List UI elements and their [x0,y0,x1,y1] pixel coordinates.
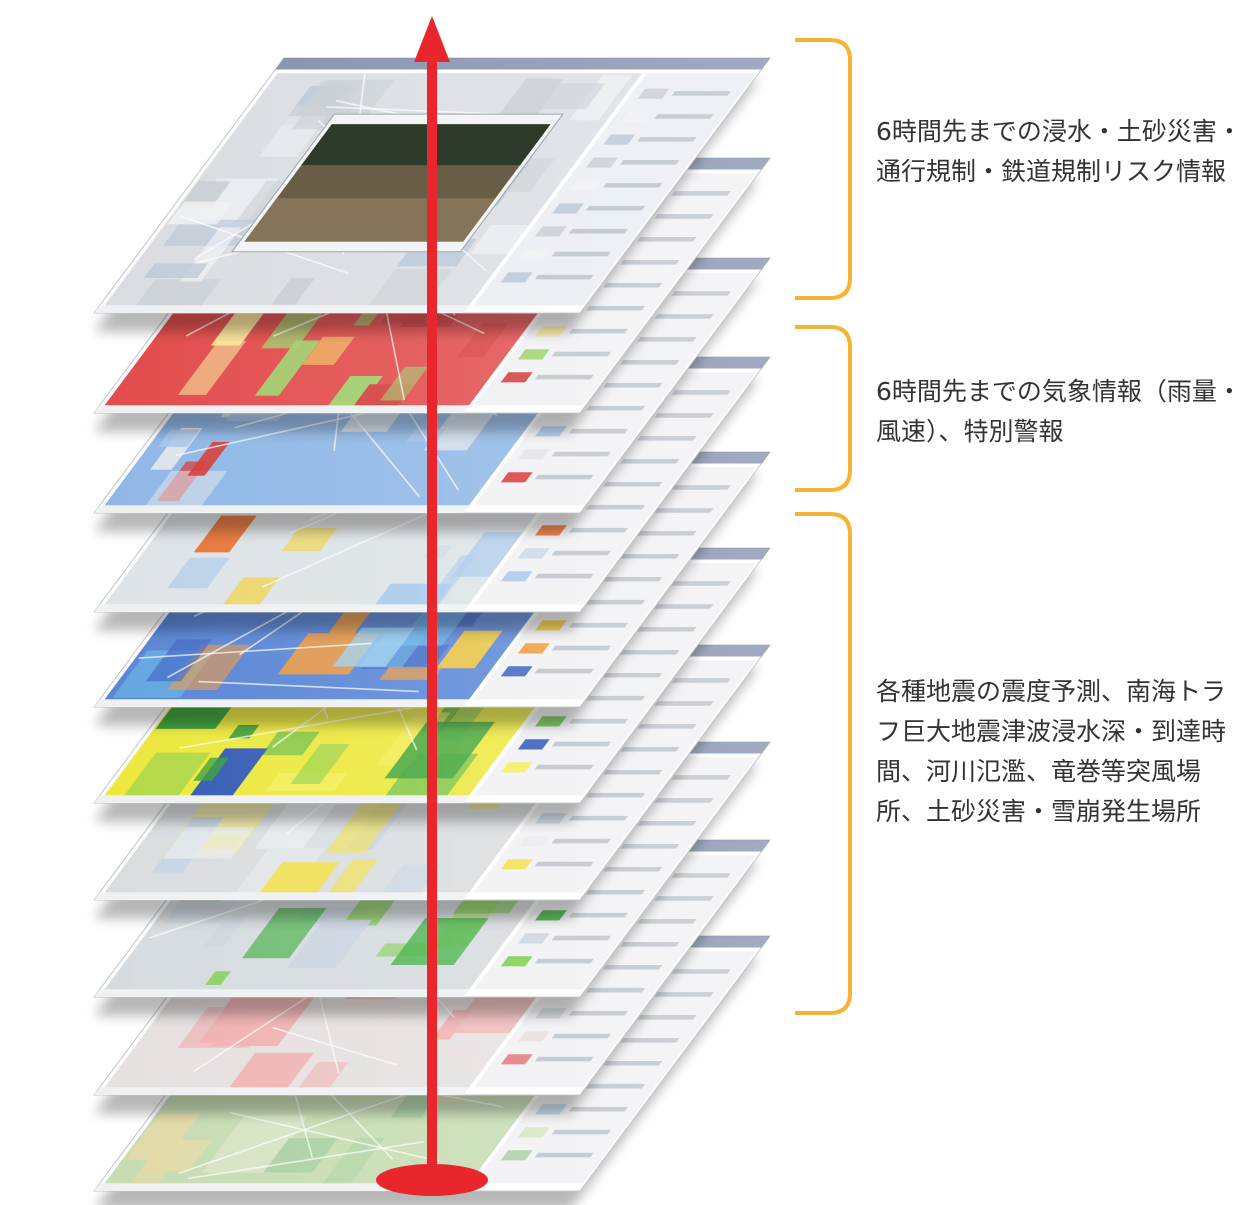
group-label-hazard: 各種地震の震度予測、南海トラフ巨大地震津波浸水深・到達時間、河川氾濫、竜巻等突風… [876,677,1227,826]
group-brackets [795,38,852,1015]
bracket-risk [795,38,852,300]
axis-arrowhead [414,16,450,62]
bracket-weather [795,325,852,492]
flood-photo-water [244,198,496,242]
map-layer-stack [93,57,771,1205]
group-label-risk: 6時間先までの浸水・土砂災害・通行規制・鉄道規制リスク情報 [876,117,1242,186]
flood-photo-trees [301,124,551,166]
axis-shaft [427,60,437,1180]
vertical-axis-arrow [376,16,488,1196]
group-label-weather: 6時間先までの気象情報（雨量・風速）、特別警報 [876,377,1242,446]
bracket-hazard [795,512,852,1015]
